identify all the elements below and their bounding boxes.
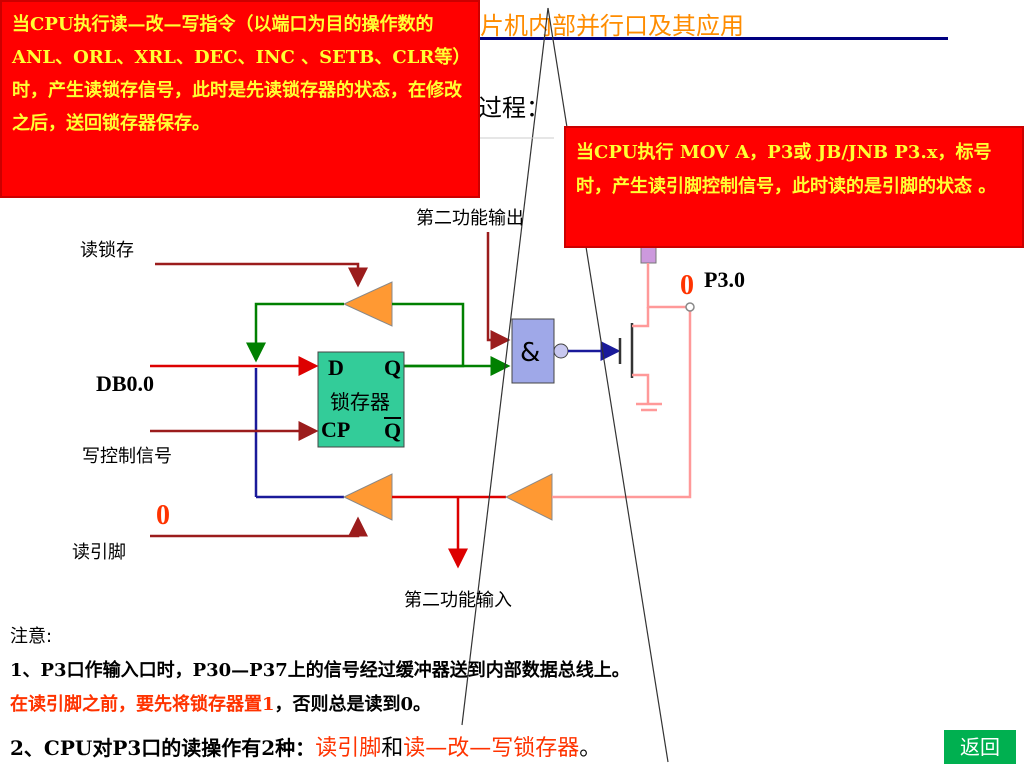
second-input-label: 第二功能输入	[404, 590, 512, 611]
pin-terminal	[685, 302, 695, 312]
latch-cp-label: CP	[321, 417, 351, 442]
db-label: DB0.0	[96, 371, 155, 396]
read-pin-wire	[150, 516, 368, 538]
latch-name-label: 锁存器	[330, 390, 390, 414]
second-output-label: 第二功能输出	[416, 208, 524, 229]
notes-line-2-rest: ，否则总是读到0。	[274, 694, 432, 715]
input-buffer	[504, 473, 553, 521]
pin-label: P3.0	[704, 267, 745, 292]
notes-heading: 注意:	[10, 626, 53, 647]
pin-wire	[552, 263, 692, 499]
notes-line-3-lead: 2、CPU对P3口的读操作有2种：	[10, 736, 316, 760]
callout-pointer-line	[461, 7, 549, 726]
and-gate	[511, 318, 555, 384]
data-bus-wire	[254, 368, 344, 499]
notes-line-2: 在读引脚之前，要先将锁存器置1，否则总是读到0。	[10, 690, 431, 716]
notes-line-3-read-pin: 读引脚	[315, 736, 382, 761]
callout-pointer-line	[547, 7, 669, 763]
read-latch-wire	[155, 262, 368, 288]
notes-line-1: 1、P3口作输入口时，P30—P37上的信号经过缓冲器送到内部数据总线上。	[10, 660, 630, 681]
latch-d-label: D	[328, 355, 344, 380]
and-gate-symbol: &	[520, 338, 541, 368]
read-latch-buffer	[342, 281, 393, 327]
notes-line-3-rmw: 读—改—写锁存器	[403, 736, 580, 761]
notes-line-3-end: 。	[579, 736, 602, 761]
latch-block	[317, 351, 405, 448]
write-ctrl-label: 写控制信号	[82, 446, 172, 467]
callout-read-modify-write: 当CPU执行读—改—写指令（以端口为目的操作数的ANL、ORL、XRL、DEC、…	[0, 0, 480, 198]
back-button[interactable]: 返回	[944, 730, 1016, 764]
read-pin-buffer	[342, 473, 393, 521]
read-latch-label: 读锁存	[80, 240, 134, 261]
notes-line-3-and: 和	[381, 736, 404, 761]
title-underline	[480, 37, 948, 40]
output-transistor	[618, 307, 662, 412]
latch-qbar-label: Q	[384, 417, 402, 443]
slide-title: 片机内部并行口及其应用	[480, 12, 744, 40]
subtitle-fragment: 过程：	[478, 94, 550, 122]
callout-read-pin: 当CPU执行 MOV A，P3或 JB/JNB P3.x，标号 时，产生读引脚控…	[564, 126, 1024, 248]
second-output-wire	[486, 232, 511, 350]
notes-line-2-warning: 在读引脚之前，要先将锁存器置1	[10, 694, 275, 715]
read-pin-value: 0	[156, 500, 170, 531]
latch-q-label: Q	[384, 355, 402, 380]
and-gate-inverter-bubble	[553, 343, 569, 359]
notes-line-3: 2、CPU对P3口的读操作有2种：读引脚和读—改—写锁存器。	[10, 730, 601, 762]
pin-value: 0	[680, 270, 694, 301]
read-pin-label: 读引脚	[72, 542, 126, 563]
